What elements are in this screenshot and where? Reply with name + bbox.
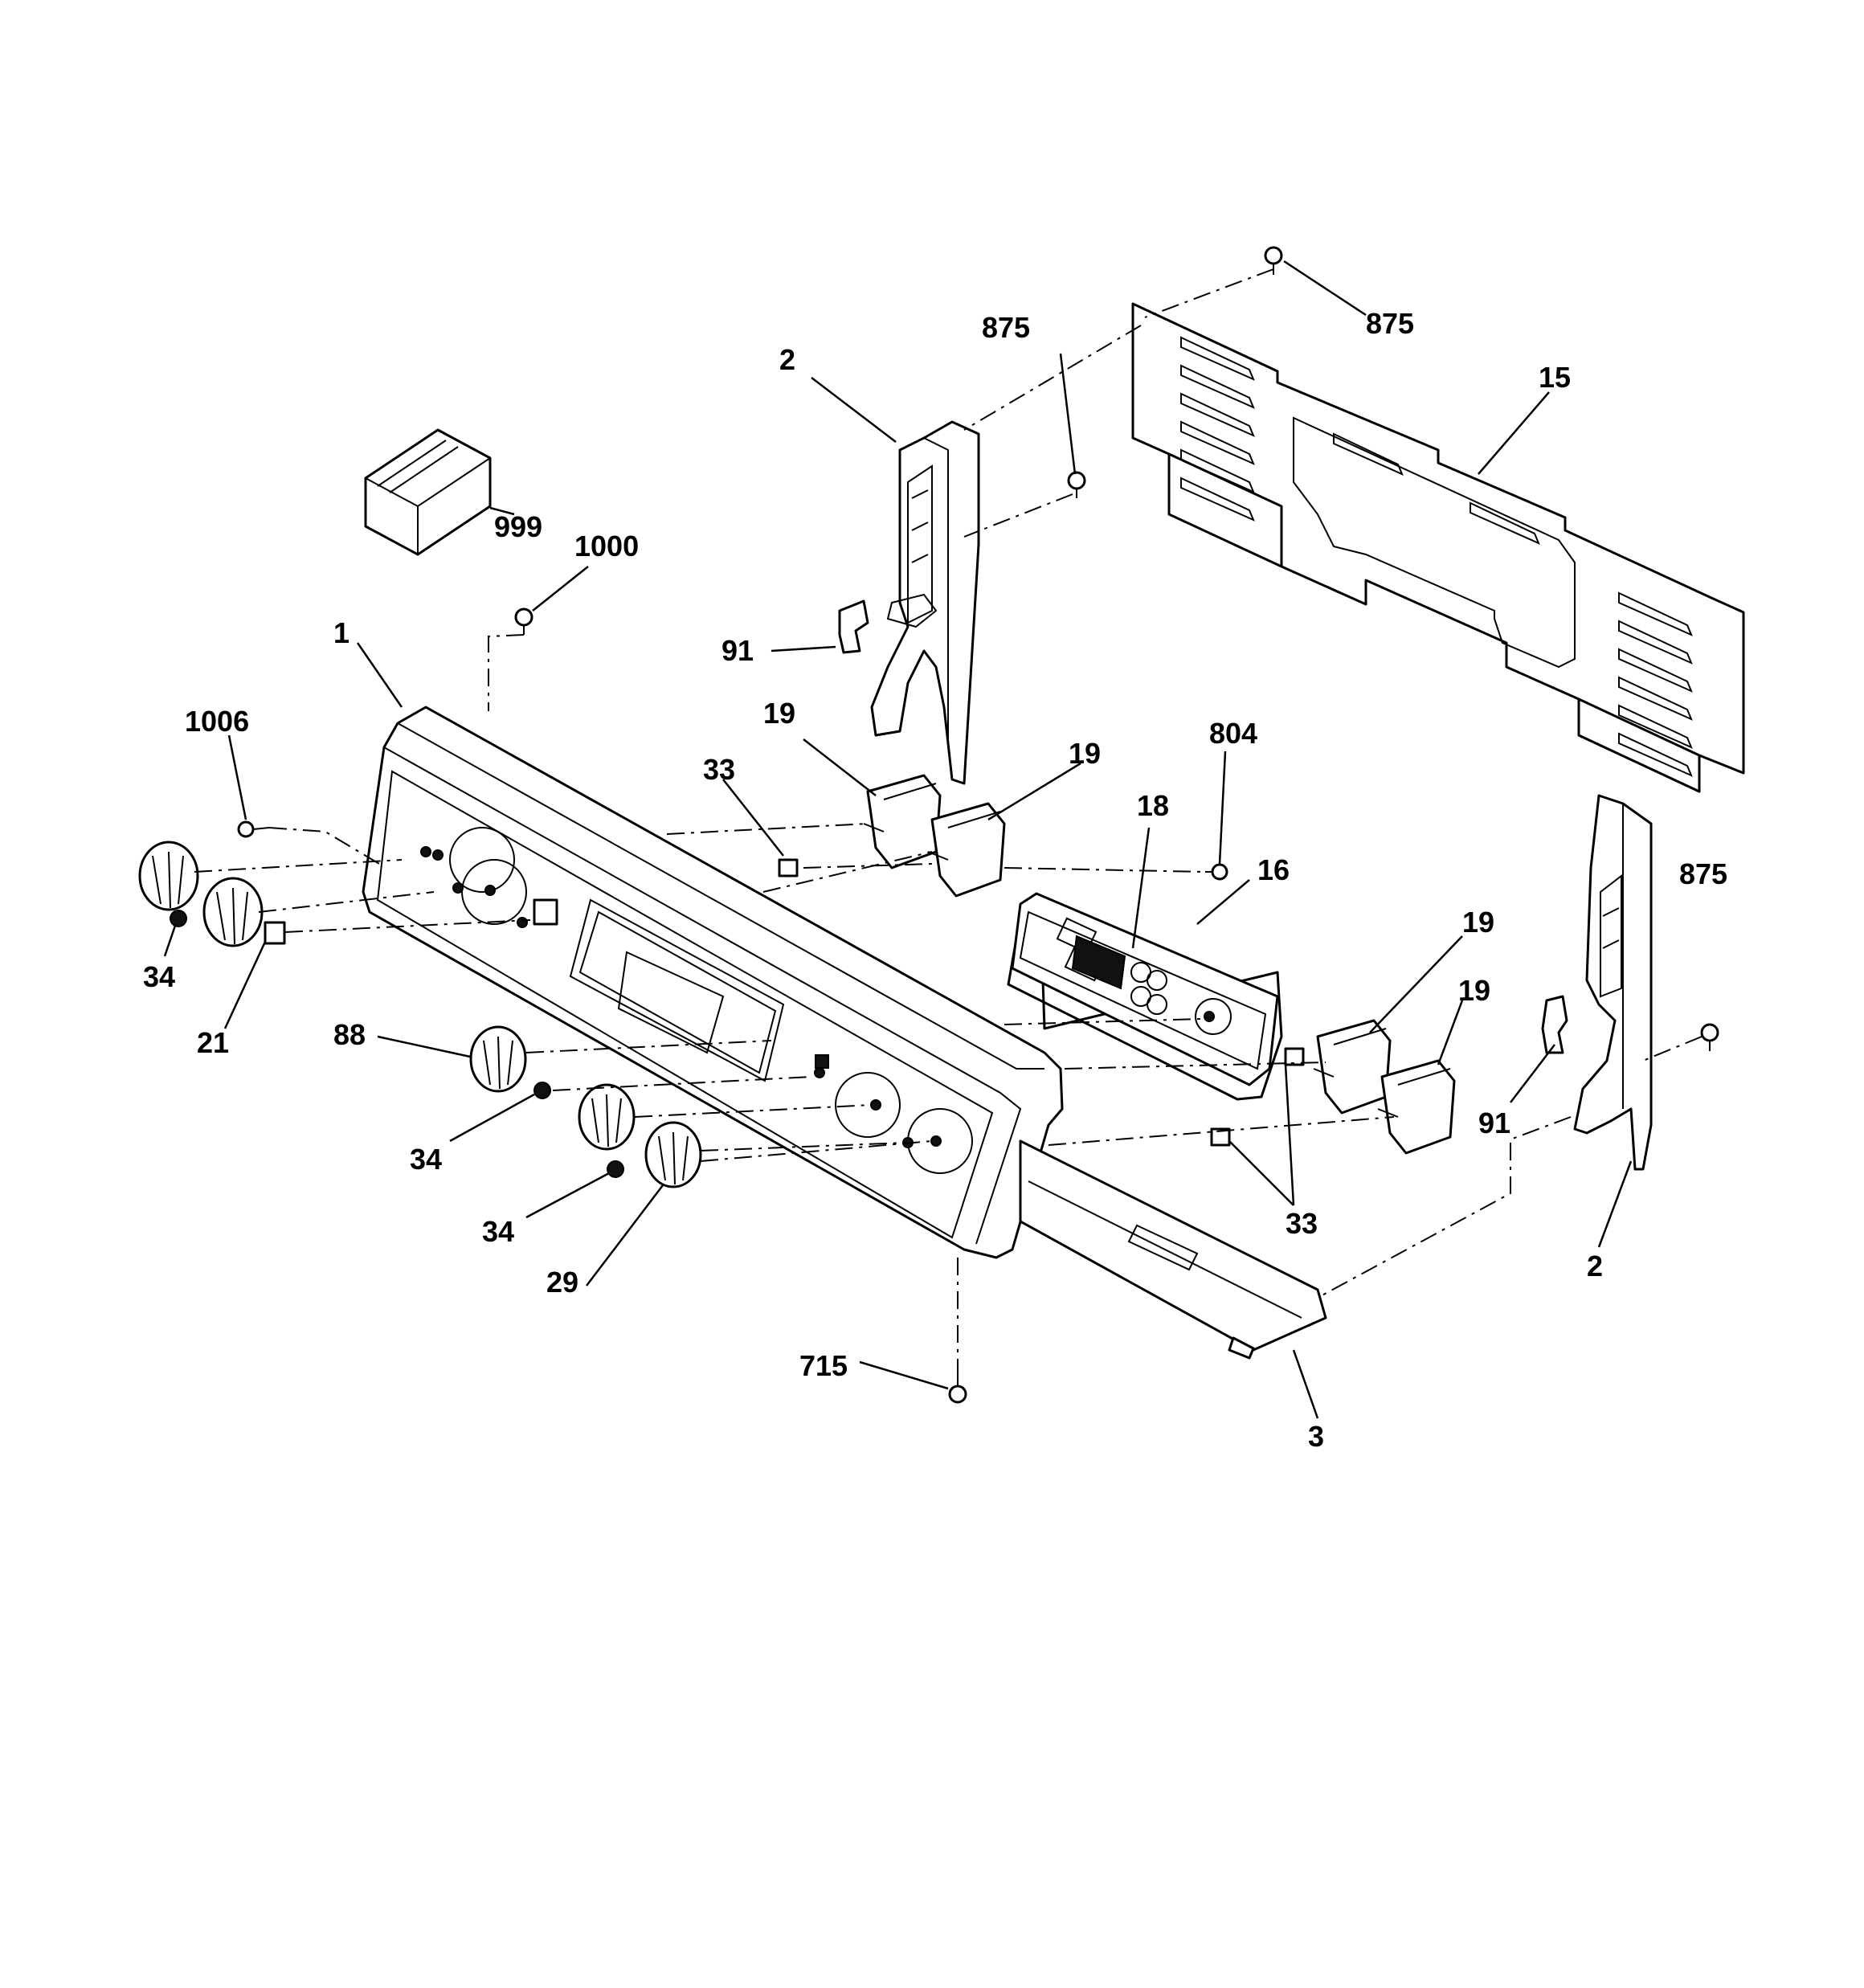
control-panel-1 — [362, 706, 1064, 1259]
knob-b — [202, 877, 264, 947]
callout-875-a: 875 — [1366, 307, 1414, 340]
callout-34-a: 34 — [143, 960, 175, 993]
callout-29: 29 — [546, 1266, 578, 1299]
callout-875-b: 875 — [982, 311, 1030, 344]
clip-33-c — [1210, 1127, 1231, 1147]
side-bracket-2-right — [1573, 794, 1653, 1171]
callout-labels: 875 875 875 15 2 999 1000 1 91 1006 19 1… — [143, 307, 1727, 1453]
knob-a — [138, 841, 199, 911]
knob-29 — [644, 1121, 702, 1188]
rear-bracket-15 — [1131, 302, 1745, 793]
clip-33-b — [1284, 1047, 1305, 1066]
callout-19-a: 19 — [763, 697, 795, 730]
knob-c — [578, 1083, 636, 1151]
assembly-lines — [194, 268, 1703, 1370]
infinite-switch-19-b — [927, 802, 1006, 898]
callout-33-b: 33 — [1286, 1207, 1318, 1240]
side-bracket-2-left — [870, 420, 980, 785]
package-999 — [364, 428, 492, 556]
leader-lines — [163, 260, 1633, 1419]
callout-1006: 1006 — [185, 705, 249, 738]
spring-34-a — [170, 910, 187, 927]
screw-1006 — [237, 820, 270, 838]
callout-999: 999 — [494, 510, 542, 543]
clip-33-a — [778, 858, 799, 877]
callout-34-b: 34 — [410, 1143, 442, 1176]
callout-875-c: 875 — [1679, 857, 1727, 890]
callout-19-b: 19 — [1069, 737, 1101, 770]
infinite-switch-19-a — [863, 774, 942, 869]
callout-18: 18 — [1137, 789, 1169, 822]
callout-19-d: 19 — [1458, 974, 1490, 1007]
knob-88 — [469, 1025, 527, 1093]
callout-15: 15 — [1539, 361, 1571, 394]
callout-2-b: 2 — [1587, 1250, 1603, 1282]
callout-91-a: 91 — [721, 634, 754, 667]
callout-16: 16 — [1257, 853, 1290, 886]
callout-2-a: 2 — [779, 343, 795, 376]
trim-3 — [1019, 1139, 1327, 1360]
callout-88: 88 — [333, 1018, 366, 1051]
screw-804 — [1205, 863, 1228, 881]
bracket-91-a — [838, 599, 869, 654]
screw-1000 — [514, 607, 533, 635]
bracket-91-b — [1541, 995, 1568, 1054]
switch-21 — [264, 921, 286, 945]
callout-34-c: 34 — [482, 1215, 514, 1248]
callout-804: 804 — [1209, 717, 1257, 750]
callout-1: 1 — [333, 616, 350, 649]
control-board-16 — [1007, 892, 1283, 1101]
callout-19-c: 19 — [1462, 906, 1494, 939]
callout-91-b: 91 — [1478, 1106, 1510, 1139]
infinite-switch-19-c — [1313, 1019, 1392, 1115]
callout-1000: 1000 — [574, 530, 639, 562]
callout-33-a: 33 — [703, 753, 735, 786]
infinite-switch-19-d — [1377, 1059, 1456, 1155]
screw-875-mid — [1067, 471, 1086, 498]
callout-21: 21 — [197, 1026, 229, 1059]
callout-3: 3 — [1308, 1420, 1324, 1453]
callout-715: 715 — [799, 1349, 848, 1382]
spring-34-b — [533, 1082, 551, 1099]
screw-875-right — [1700, 1023, 1719, 1051]
screw-875-top — [1264, 246, 1283, 275]
screw-715 — [948, 1370, 967, 1404]
spring-34-c — [607, 1160, 624, 1178]
